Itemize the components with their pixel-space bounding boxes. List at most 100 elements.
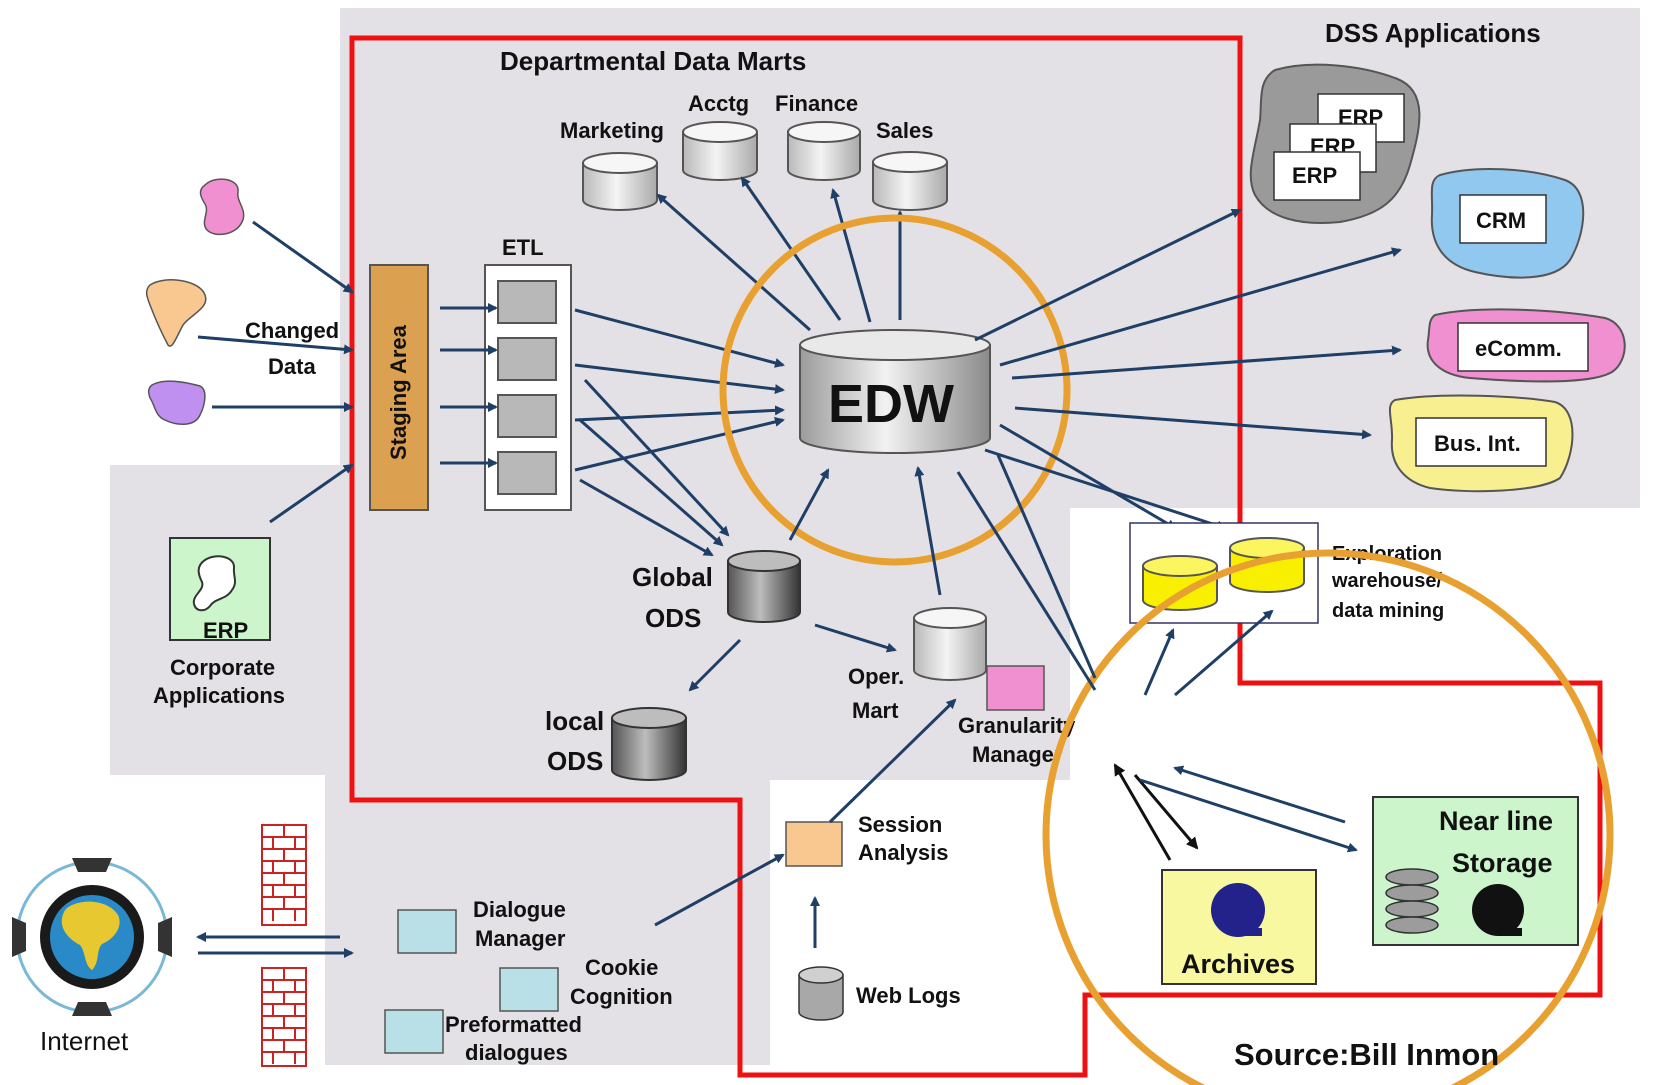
- arrow-ods-local: [688, 638, 742, 692]
- local-ods-top: [611, 707, 687, 729]
- firewall-bottom-bricks: [262, 968, 306, 1064]
- near-line-storage: Near line Storage: [1372, 796, 1579, 946]
- arrow-orange-to-staging: [197, 335, 354, 355]
- mart-finance-top: [787, 121, 861, 143]
- archives-reel-tail: [1238, 928, 1262, 936]
- disk-4: [1385, 916, 1439, 934]
- local-ods-label-2: ODS: [547, 746, 603, 776]
- mart-acctg-top: [682, 121, 758, 143]
- edw-highlight-circle: [719, 214, 1071, 566]
- disk-1: [1385, 868, 1439, 886]
- dss-erp-card-3: [1273, 151, 1361, 201]
- mart-acctg-label: Acctg: [688, 91, 749, 116]
- arrow-to-nearline-1: [1139, 778, 1358, 853]
- corporate-erp: ERP Corporate Applications: [153, 537, 285, 708]
- local-ods: local ODS: [545, 706, 687, 781]
- local-ods-label-1: local: [545, 706, 604, 736]
- granularity-label-2: Manager: [972, 742, 1063, 767]
- web-logs-label: Web Logs: [856, 983, 961, 1008]
- arrow-edw-crm: [999, 247, 1402, 367]
- preformatted-label-2: dialogues: [465, 1040, 568, 1065]
- tape-reel-icon: [1472, 884, 1524, 936]
- source-blob-pink: [199, 178, 245, 236]
- arrow-edw-erp: [974, 208, 1242, 342]
- dss-crm-box: [1459, 194, 1547, 244]
- mart-marketing-top: [582, 152, 658, 174]
- arrow-etl-edw-1: [574, 308, 785, 368]
- changed-data-label-1: Changed: [245, 318, 339, 343]
- source-arrows: [197, 220, 354, 524]
- dss-busint-label: Bus. Int.: [1434, 431, 1521, 456]
- etl-step-4: [497, 451, 557, 495]
- global-ods-cylinder: [727, 560, 801, 623]
- title-dss: DSS Applications: [1325, 18, 1541, 48]
- near-line-label-2: Storage: [1452, 848, 1553, 878]
- disk-3: [1385, 900, 1439, 918]
- arrow-dialogue-session: [654, 853, 785, 927]
- arrow-etl-edw-3: [574, 405, 785, 422]
- granularity-manager-box: [986, 665, 1045, 711]
- arrow-etl-edw-4: [574, 417, 785, 472]
- arrow-edw-marketing: [656, 193, 811, 332]
- etl-out-arrows: [574, 308, 785, 557]
- session-label-1: Session: [858, 812, 942, 837]
- source-blob-orange: [145, 279, 207, 347]
- arrow-edw-finance: [830, 188, 872, 323]
- globe-continent: [61, 901, 120, 970]
- mart-sales-top: [872, 151, 948, 173]
- arrow-edw-archive-2: [996, 454, 1097, 679]
- dss-busint: Bus. Int.: [1388, 394, 1574, 493]
- red-boundary: [349, 35, 1603, 1078]
- oper-mart-label-2: Mart: [852, 698, 899, 723]
- dialogue-label-2: Manager: [475, 926, 566, 951]
- arrow-edw-exploration-1: [999, 423, 1177, 530]
- changed-data-label-2: Data: [268, 354, 316, 379]
- dss-ecomm-label: eComm.: [1475, 336, 1562, 361]
- arrow-etl-ods-1: [583, 378, 730, 537]
- global-ods-label-2: ODS: [645, 603, 701, 633]
- dss-crm: CRM: [1430, 167, 1585, 279]
- corporate-apps-label-1: Corporate: [170, 655, 275, 680]
- archives: Archives: [1161, 869, 1317, 985]
- dialogue-label-1: Dialogue: [473, 897, 566, 922]
- session-label-2: Analysis: [858, 840, 949, 865]
- arrow-etl-edw-2: [574, 363, 785, 395]
- exploration-label-1: Exploration: [1332, 543, 1442, 565]
- preformatted-box: [384, 1009, 444, 1054]
- oper-mart-top: [913, 607, 987, 629]
- dialogue-manager-box: [397, 909, 457, 954]
- etl-step-3: [497, 394, 557, 438]
- global-ods: Global ODS: [632, 550, 801, 633]
- cookie-cognition-box: [499, 967, 559, 1012]
- arrow-archive-exploration-2: [1174, 609, 1274, 697]
- session-analysis-box: [785, 821, 843, 867]
- arrow-ods-oper: [814, 623, 897, 653]
- archives-label: Archives: [1181, 949, 1295, 979]
- arrow-pink-to-staging: [252, 220, 354, 294]
- dss-erp-group: ERP ERP ERP: [1249, 63, 1421, 224]
- device-left: [12, 917, 26, 957]
- granularity-label-1: Granularity: [958, 713, 1076, 738]
- corporate-erp-icon: [192, 555, 237, 612]
- corporate-erp-label: ERP: [203, 618, 248, 643]
- firewall-bottom: [261, 967, 307, 1067]
- firewall-top-bricks: [262, 825, 306, 921]
- arrow-edw-exploration-2: [984, 448, 1227, 531]
- internet-label: Internet: [40, 1026, 129, 1056]
- staging-to-etl-arrows: [440, 303, 498, 468]
- staging-area: [369, 264, 429, 511]
- edw-top: [799, 329, 991, 361]
- arrow-erp-to-staging: [269, 463, 354, 524]
- disk-2: [1385, 884, 1439, 902]
- device-top: [72, 858, 112, 872]
- oper-mart-label-1: Oper.: [848, 664, 904, 689]
- exploration-label-2: warehouse/: [1331, 570, 1442, 592]
- arrow-edw-ecomm: [1011, 345, 1402, 380]
- web-logs-cylinder: [798, 974, 844, 1021]
- arrow-edw-busint: [1014, 406, 1372, 440]
- mart-marketing-cylinder: [582, 162, 658, 211]
- preformatted-label-1: Preformatted: [445, 1012, 582, 1037]
- source-blob-violet: [147, 380, 206, 425]
- dss-ecomm-box: [1457, 322, 1589, 372]
